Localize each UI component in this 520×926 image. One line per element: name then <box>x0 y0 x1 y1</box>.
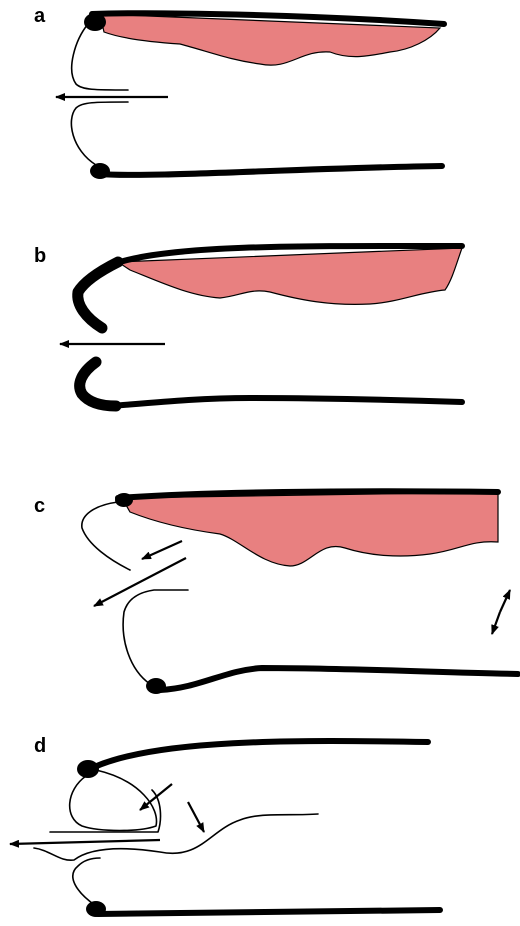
lower-flap-d <box>73 858 100 906</box>
lower-membrane-d <box>34 814 318 860</box>
upper-wall-d <box>88 741 428 770</box>
panel-d: d <box>10 735 440 917</box>
panel-b: b <box>34 245 462 406</box>
upper-fold-knob-a <box>84 13 106 31</box>
lower-fold-knob-a <box>90 163 110 179</box>
lower-flap-c <box>123 590 188 684</box>
upper-fold-knob-c <box>115 493 133 507</box>
upper-flap-b <box>78 262 118 328</box>
tissue-region-b <box>118 248 462 304</box>
panel-label-a: a <box>34 5 46 27</box>
lower-wall-b <box>112 398 462 406</box>
lower-flap-b <box>80 362 116 406</box>
lower-wall-d <box>98 910 440 914</box>
lower-wall-c <box>160 668 518 690</box>
panel-a: a <box>34 5 444 179</box>
panel-label-d: d <box>34 735 46 757</box>
flap-motion-arrow-c <box>142 541 182 559</box>
outer-flap-d <box>50 790 160 832</box>
inner-flap-d <box>70 770 157 831</box>
wall-motion-arrow-up-c <box>500 590 510 612</box>
upper-fold-knob-d <box>77 760 99 778</box>
lower-flap-a <box>71 102 128 165</box>
upper-flap-c <box>82 502 130 570</box>
outflow-arrow-d <box>10 840 160 844</box>
wall-motion-arrow-down-c <box>492 612 500 634</box>
lower-wall-a <box>100 166 442 175</box>
membrane-motion-arrow-d <box>188 802 204 832</box>
panel-label-b: b <box>34 245 46 267</box>
panel-c: c <box>34 491 518 694</box>
tissue-region-c <box>122 492 498 566</box>
panel-label-c: c <box>34 495 45 517</box>
outflow-arrow-c <box>94 558 186 606</box>
